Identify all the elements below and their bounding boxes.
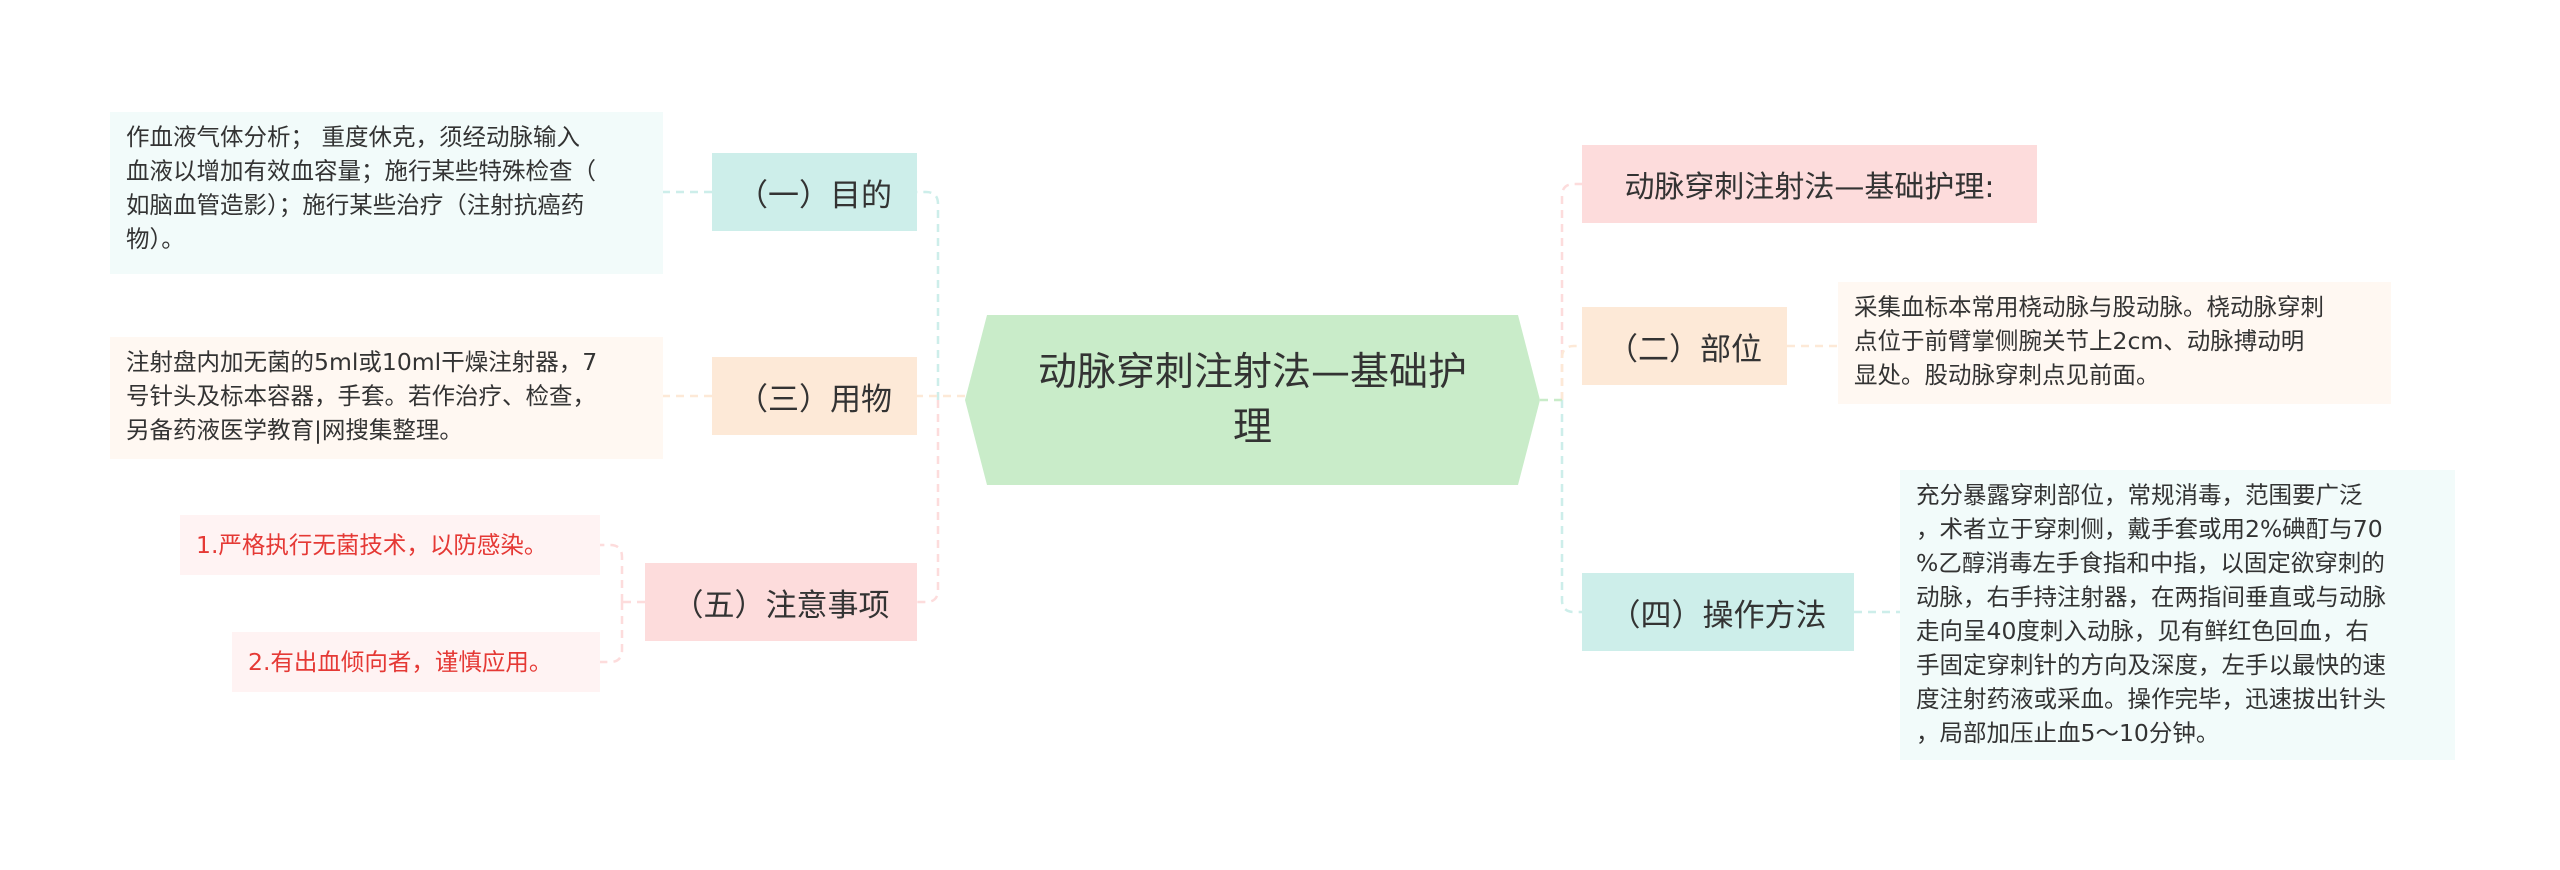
leaf-purpose-line: 作血液气体分析； 重度休克，须经动脉输入 xyxy=(126,123,580,151)
leaf-site-line: 点位于前臂掌侧腕关节上2cm、动脉搏动明 xyxy=(1854,327,2305,355)
leaf-purpose-line: 血液以增加有效血容量；施行某些特殊检查（ xyxy=(126,157,596,185)
branch-method[interactable]: （四）操作方法 xyxy=(1582,573,1854,651)
leaf-method-line: 走向呈40度刺入动脉，见有鲜红色回血，右 xyxy=(1916,617,2369,645)
leaf-method[interactable]: 充分暴露穿刺部位，常规消毒，范围要广泛 ，术者立于穿刺侧，戴手套或用2%碘酊与7… xyxy=(1900,470,2455,760)
leaf-supplies-line: 号针头及标本容器，手套。若作治疗、检查， xyxy=(126,382,596,410)
connector-center-purpose xyxy=(917,190,940,400)
branch-method-label: （四）操作方法 xyxy=(1609,597,1827,634)
central-topic[interactable]: 动脉穿刺注射法—基础护 理 xyxy=(965,315,1540,485)
branch-site-label: （二）部位 xyxy=(1607,331,1762,368)
leaf-supplies-line: 注射盘内加无菌的5ml或10ml干燥注射器，7 xyxy=(126,348,598,376)
leaf-site-line: 采集血标本常用桡动脉与股动脉。桡动脉穿刺 xyxy=(1854,293,2324,321)
branch-purpose-label: （一）目的 xyxy=(737,177,892,214)
leaf-method-line: %乙醇消毒左手食指和中指，以固定欲穿刺的 xyxy=(1916,549,2385,577)
leaf-notes-item-text: 2.有出血倾向者，谨慎应用。 xyxy=(248,648,553,676)
leaf-notes-item-2[interactable]: 2.有出血倾向者，谨慎应用。 xyxy=(232,632,600,692)
branch-title-label: 动脉穿刺注射法—基础护理: xyxy=(1624,170,1995,205)
leaf-notes-item-1[interactable]: 1.严格执行无菌技术，以防感染。 xyxy=(180,515,600,575)
leaf-site[interactable]: 采集血标本常用桡动脉与股动脉。桡动脉穿刺 点位于前臂掌侧腕关节上2cm、动脉搏动… xyxy=(1838,282,2391,404)
leaf-supplies[interactable]: 注射盘内加无菌的5ml或10ml干燥注射器，7 号针头及标本容器，手套。若作治疗… xyxy=(110,337,663,459)
leaf-method-line: 充分暴露穿刺部位，常规消毒，范围要广泛 xyxy=(1916,481,2363,509)
branch-notes[interactable]: （五）注意事项 xyxy=(645,563,917,641)
branch-supplies-label: （三）用物 xyxy=(737,381,892,418)
leaf-notes-item-text: 1.严格执行无菌技术，以防感染。 xyxy=(196,531,548,559)
branch-purpose[interactable]: （一）目的 xyxy=(712,153,917,231)
central-topic-line-2: 理 xyxy=(1232,405,1272,450)
branch-site[interactable]: （二）部位 xyxy=(1582,307,1787,385)
central-topic-line-1: 动脉穿刺注射法—基础护 xyxy=(1037,350,1467,395)
branch-title[interactable]: 动脉穿刺注射法—基础护理: xyxy=(1582,145,2037,223)
leaf-method-line: 度注射药液或采血。操作完毕，迅速拔出针头 xyxy=(1916,685,2386,713)
leaf-method-line: ，术者立于穿刺侧，戴手套或用2%碘酊与70 xyxy=(1916,515,2383,543)
connector-center-notes xyxy=(917,400,940,604)
leaf-purpose-line: 如脑血管造影）；施行某些治疗（注射抗癌药 xyxy=(126,191,585,219)
leaf-purpose[interactable]: 作血液气体分析； 重度休克，须经动脉输入 血液以增加有效血容量；施行某些特殊检查… xyxy=(110,112,663,274)
leaf-supplies-line: 另备药液医学教育|网搜集整理。 xyxy=(126,416,463,444)
leaf-method-line: 手固定穿刺针的方向及深度，左手以最快的速 xyxy=(1916,651,2386,679)
leaf-site-line: 显处。股动脉穿刺点见前面。 xyxy=(1854,361,2160,389)
connector-center-title xyxy=(1560,182,1582,400)
connector-notes-item-1 xyxy=(600,543,624,602)
branch-supplies[interactable]: （三）用物 xyxy=(712,357,917,435)
connector-center-site xyxy=(1560,344,1582,400)
connector-notes-item-2 xyxy=(600,602,624,664)
leaf-purpose-line: 物）。 xyxy=(126,225,185,253)
branch-notes-label: （五）注意事项 xyxy=(672,587,890,624)
leaf-method-line: ，局部加压止血5～10分钟。 xyxy=(1916,719,2220,747)
leaf-method-line: 动脉，右手持注射器，在两指间垂直或与动脉 xyxy=(1916,583,2386,611)
connector-center-method xyxy=(1560,400,1582,614)
